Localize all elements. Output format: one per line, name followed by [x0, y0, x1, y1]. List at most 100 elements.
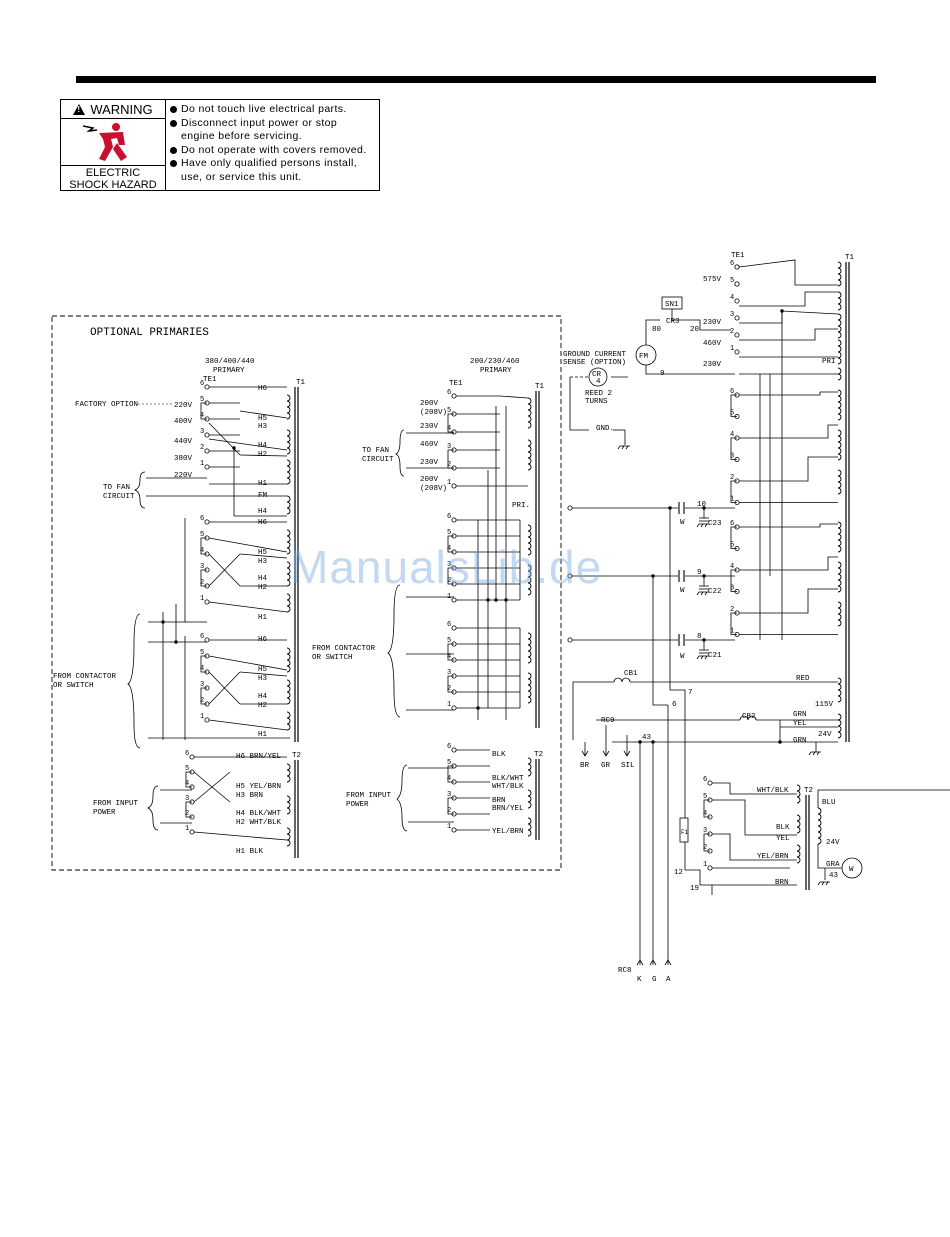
winding-coil: [837, 261, 842, 287]
wire: [730, 437, 737, 460]
terminal-number: 3: [447, 669, 451, 677]
svg-text:230V: 230V: [703, 361, 722, 369]
wire: [208, 553, 241, 587]
terminal-number: 4: [447, 425, 451, 433]
terminal: [734, 332, 740, 338]
wire: [200, 569, 207, 587]
winding-coil: [527, 397, 532, 429]
svg-text:9: 9: [697, 569, 702, 577]
svg-text:REED 2: REED 2: [585, 390, 612, 398]
wire: [671, 309, 731, 331]
terminal-number: 5: [730, 277, 734, 285]
svg-text:W: W: [680, 653, 685, 661]
wire: [696, 591, 700, 596]
svg-text:8: 8: [697, 633, 702, 641]
terminal-number: 6: [730, 260, 734, 268]
wire: [200, 537, 207, 555]
warning-list: Do not touch live electrical parts. Disc…: [169, 103, 367, 184]
wire: [193, 771, 231, 803]
wire: [739, 310, 839, 324]
terminal: [451, 517, 457, 523]
winding-coil: [837, 713, 842, 739]
svg-text:H4: H4: [258, 575, 268, 583]
svg-text:575V: 575V: [703, 276, 722, 284]
terminal-number: 6: [447, 621, 451, 629]
wire: [817, 881, 821, 886]
terminal: [734, 298, 740, 304]
svg-text:H1: H1: [258, 731, 268, 739]
winding-coil: [837, 429, 842, 461]
wire: [696, 655, 700, 660]
svg-text:H3: H3: [258, 675, 268, 683]
svg-text:PRI: PRI: [822, 358, 836, 366]
terminal-number: 4: [447, 545, 451, 553]
winding-coil: [527, 564, 532, 596]
svg-text:200V: 200V: [420, 400, 439, 408]
wire: [816, 751, 820, 756]
winding-coil: [286, 763, 291, 783]
svg-text:W: W: [680, 587, 685, 595]
junction-dot: [161, 620, 165, 624]
cr4-sensor: [588, 367, 608, 387]
terminal: [204, 519, 210, 525]
terminal-number: 1: [730, 628, 734, 636]
primary-b-title: 200/230/460: [470, 358, 520, 366]
svg-text:RED: RED: [796, 675, 810, 683]
svg-text:20: 20: [690, 326, 700, 334]
wire: [739, 588, 838, 614]
terminal-number: 5: [447, 637, 451, 645]
top-rule: [76, 76, 876, 83]
svg-text:BLK: BLK: [492, 751, 506, 759]
te1-label: TE1: [203, 376, 217, 384]
watermark: ManualsLib.de: [290, 541, 603, 593]
terminal-number: 2: [200, 579, 204, 587]
optional-primaries-title: OPTIONAL PRIMARIES: [90, 327, 209, 339]
svg-text:BR: BR: [580, 762, 590, 770]
winding-coil: [837, 389, 842, 421]
svg-text:H4: H4: [258, 508, 268, 516]
terminal-number: 1: [200, 713, 204, 721]
wire: [447, 413, 454, 433]
winding-coil: [837, 291, 842, 311]
svg-text:200V: 200V: [420, 476, 439, 484]
terminal-number: 4: [703, 810, 707, 818]
wire: [739, 328, 838, 341]
junction-dot: [702, 574, 706, 578]
svg-text:GRN: GRN: [793, 737, 807, 745]
svg-text:19: 19: [690, 885, 699, 893]
svg-text:H5: H5: [258, 666, 268, 674]
svg-text:BLU: BLU: [822, 799, 836, 807]
wire: [239, 671, 288, 677]
wire: [703, 833, 710, 852]
svg-text:H4: H4: [258, 693, 268, 701]
wire: [700, 523, 704, 528]
wire: [239, 454, 288, 457]
svg-text:H5 YEL/BRN: H5 YEL/BRN: [236, 783, 281, 791]
svg-text:(208V): (208V): [420, 485, 447, 493]
winding-coil: [286, 429, 291, 455]
winding-coil: [837, 469, 842, 495]
svg-text:H3: H3: [258, 423, 268, 431]
wire: [739, 391, 838, 396]
optional-primaries-panel: OPTIONAL PRIMARIES 380/400/440 PRIMARY T…: [51, 315, 562, 871]
terminal-number: 3: [730, 453, 734, 461]
svg-text:WHT/BLK: WHT/BLK: [492, 783, 524, 791]
svg-text:230V: 230V: [420, 459, 439, 467]
winding-coil: [837, 339, 842, 365]
optional-wiring: 6543216543216543216543216543216543216543…: [146, 380, 532, 847]
svg-text:24V: 24V: [818, 731, 832, 739]
svg-text:12: 12: [674, 869, 683, 877]
svg-text:H3: H3: [258, 558, 268, 566]
junction-dot: [486, 598, 490, 602]
winding-coil: [837, 367, 842, 381]
wire: [623, 750, 631, 757]
svg-text:H4 BLK/WHT: H4 BLK/WHT: [236, 810, 282, 818]
svg-text:F1: F1: [681, 829, 689, 836]
svg-text:24V: 24V: [826, 839, 840, 847]
wire: [712, 799, 797, 836]
wire: [704, 591, 708, 596]
svg-text:SN1: SN1: [665, 301, 679, 309]
svg-text:80: 80: [652, 326, 662, 334]
main-circuit: TE1 T1 PRI 575V 230V 460V 230V SN1 CR3 8…: [563, 252, 950, 984]
svg-text:BRN/YEL: BRN/YEL: [492, 805, 524, 813]
